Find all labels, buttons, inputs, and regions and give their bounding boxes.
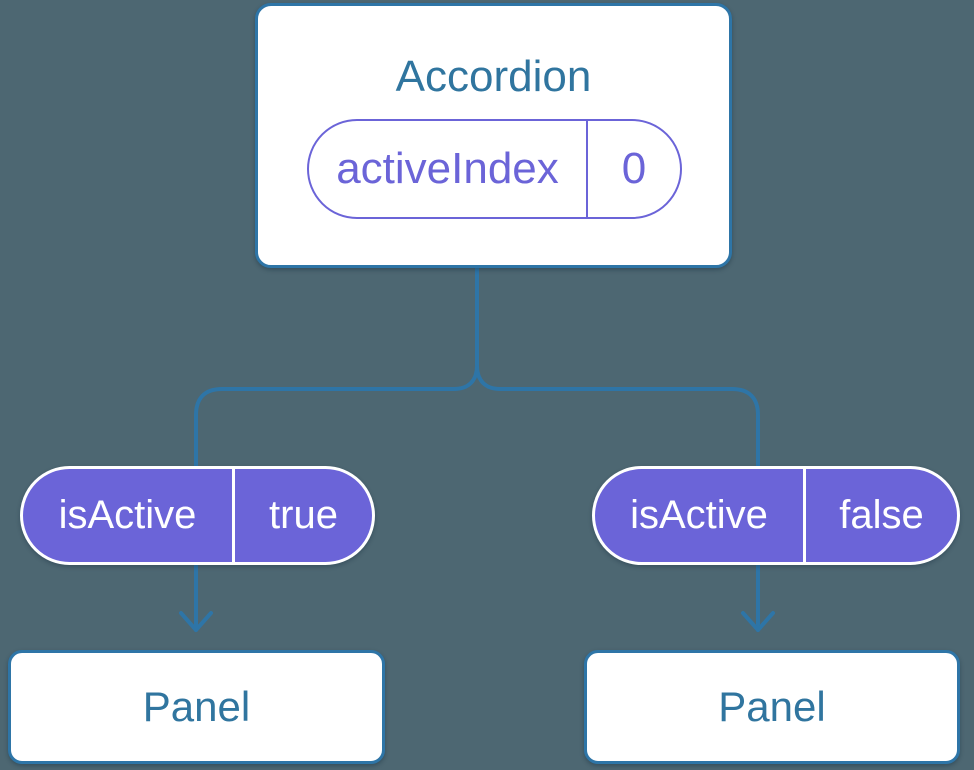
state-value: 0 <box>586 121 680 217</box>
prop-name: isActive <box>630 493 768 537</box>
prop-name: isActive <box>58 493 197 537</box>
accordion-title: Accordion <box>395 52 592 101</box>
connector-branch-right <box>475 364 760 632</box>
arrow-down-icon-left <box>179 611 213 632</box>
prop-pill-isactive-right: isActive false <box>592 466 960 565</box>
panel-node-right: Panel <box>584 650 960 764</box>
prop-value: false <box>803 469 957 562</box>
panel-node-left: Panel <box>8 650 385 764</box>
prop-value: true <box>232 469 372 562</box>
state-pill-activeindex: activeIndex 0 <box>307 119 682 219</box>
accordion-component-node: Accordion activeIndex 0 <box>255 3 732 268</box>
panel-label: Panel <box>718 683 826 730</box>
panel-label: Panel <box>142 683 251 730</box>
connector-branch-left <box>194 264 479 632</box>
state-name: activeIndex <box>336 144 559 193</box>
arrow-down-icon-right <box>741 611 775 632</box>
prop-pill-isactive-left: isActive true <box>20 466 375 565</box>
